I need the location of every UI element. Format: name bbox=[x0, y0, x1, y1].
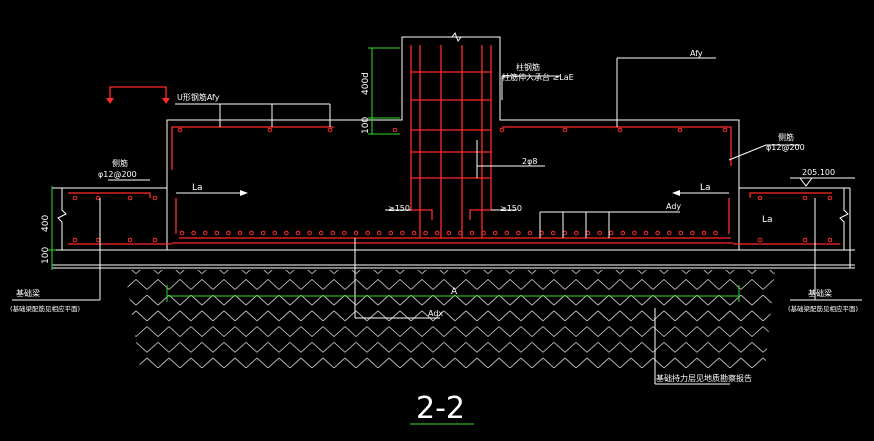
rebar-dots bbox=[72, 127, 833, 243]
label-column-note-1: 柱钢筋 bbox=[516, 62, 540, 72]
rebar-group bbox=[68, 45, 840, 245]
label-la-right: La bbox=[700, 183, 711, 193]
section-title: 2-2 bbox=[416, 391, 465, 426]
label-la-left: La bbox=[192, 183, 203, 193]
label-u-bar: U形钢筋Afy bbox=[177, 92, 220, 102]
label-side-bar-left-1: 侧筋 bbox=[112, 158, 128, 168]
pile-cap-outline bbox=[166, 31, 740, 250]
label-side-bar-left-2: φ12@200 bbox=[98, 170, 137, 179]
side-beams bbox=[51, 187, 851, 268]
label-elevation: 205.100 bbox=[802, 168, 835, 177]
label-beam-right-2: (基础梁配筋见相应平面) bbox=[788, 304, 858, 313]
label-400d: 400d bbox=[361, 72, 371, 95]
label-bottom-note: 基础持力层见地质勘察报告 bbox=[656, 373, 752, 383]
label-afy: Afy bbox=[690, 49, 703, 58]
label-side-bar-right-1: 侧筋 bbox=[778, 132, 794, 142]
leader-lines bbox=[12, 57, 862, 385]
dimensions bbox=[48, 47, 740, 425]
label-beam-right-1: 基础梁 bbox=[808, 288, 832, 298]
label-column-note-2: 柱筋伸入承台 ≥LaE bbox=[502, 72, 574, 82]
label-beam-left-1: 基础梁 bbox=[16, 288, 40, 298]
label-la-right-beam: La bbox=[762, 215, 773, 225]
label-100-top: 100 bbox=[361, 117, 371, 134]
label-dim-a: A bbox=[451, 287, 458, 297]
label-100-left: 100 bbox=[41, 247, 51, 264]
text-labels: 400d 100 400 100 U形钢筋Afy Afy 柱钢筋 柱筋伸入承台 … bbox=[10, 49, 858, 426]
label-beam-left-2: (基础梁配筋见相应平面) bbox=[10, 304, 80, 313]
label-side-bar-right-2: φ12@200 bbox=[766, 143, 805, 152]
label-stirrup: 2φ8 bbox=[522, 157, 537, 166]
label-400-left: 400 bbox=[41, 215, 51, 232]
label-adx: Adx bbox=[428, 309, 443, 318]
label-ge150-right: ≥150 bbox=[500, 204, 522, 213]
base-lines bbox=[52, 249, 855, 269]
label-ady: Ady bbox=[666, 202, 681, 211]
label-ge150-left: ≥150 bbox=[388, 204, 410, 213]
